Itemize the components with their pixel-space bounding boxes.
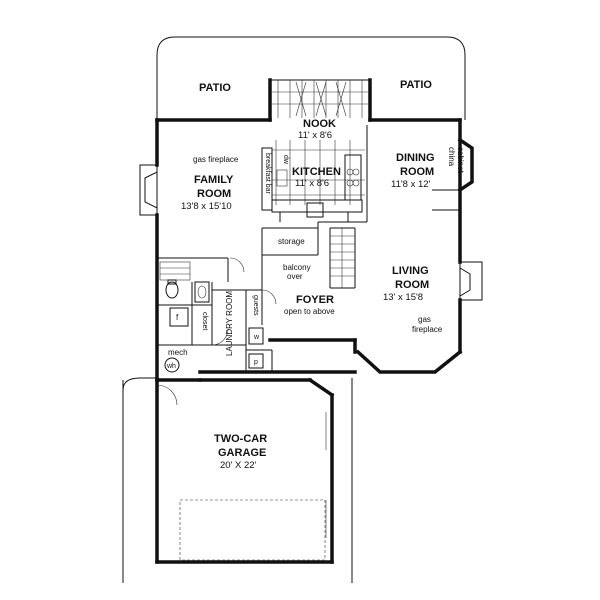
dishwasher-label: dw bbox=[282, 155, 289, 165]
gas-fireplace-left-label: gas fireplace bbox=[193, 155, 239, 164]
foyer-note: open to above bbox=[284, 307, 335, 316]
kitchen-dim: 11' x 8'6 bbox=[295, 178, 329, 189]
nook-label: NOOK bbox=[303, 118, 336, 130]
bath-fixtures bbox=[159, 257, 277, 373]
dining-room-label-1: DINING bbox=[396, 152, 435, 164]
garage-label-1: TWO-CAR bbox=[214, 433, 267, 445]
living-room-label-1: LIVING bbox=[392, 265, 429, 277]
china-cabinet-bay bbox=[457, 137, 474, 193]
washer-label: w bbox=[253, 334, 260, 341]
laundry-label: LAUNDRY ROOM bbox=[225, 291, 234, 356]
gas-fireplace-right-label-2: fireplace bbox=[412, 325, 443, 334]
family-room-label-1: FAMILY bbox=[194, 174, 234, 186]
nook-dim: 11' x 8'6 bbox=[298, 130, 332, 141]
garage-label-2: GARAGE bbox=[218, 447, 266, 459]
balcony-label-1: balcony bbox=[283, 263, 311, 272]
dining-room-dim: 11'8 x 12' bbox=[391, 179, 431, 190]
china-cabinet-label-2: cabinet bbox=[456, 147, 465, 174]
living-room-dim: 13' x 15'8 bbox=[383, 292, 423, 303]
living-room-label-2: ROOM bbox=[395, 279, 429, 291]
stairs bbox=[330, 228, 355, 288]
patio-right-label: PATIO bbox=[400, 79, 432, 91]
fridge-label: f bbox=[176, 313, 179, 322]
balcony-label-2: over bbox=[287, 272, 303, 281]
breakfast-bar-label: breakfast bar bbox=[264, 153, 271, 195]
water-heater-label: wh bbox=[166, 363, 176, 370]
main-walls bbox=[155, 78, 463, 382]
family-room-dim: 13'8 x 15'10 bbox=[181, 201, 232, 212]
storage-label: storage bbox=[278, 237, 305, 246]
pantry-label: p bbox=[254, 359, 258, 366]
fireplace-left bbox=[139, 164, 158, 216]
mech-label: mech bbox=[168, 348, 188, 357]
foyer-label: FOYER bbox=[296, 294, 334, 306]
gas-fireplace-right-label-1: gas bbox=[418, 315, 431, 324]
family-room-label-2: ROOM bbox=[197, 188, 231, 200]
nook-tile-grid bbox=[272, 80, 368, 205]
garage-walls bbox=[122, 377, 353, 583]
patio-outline bbox=[156, 36, 466, 120]
kitchen-label: KITCHEN bbox=[292, 166, 341, 178]
patio-left-label: PATIO bbox=[199, 82, 231, 94]
dining-room-label-2: ROOM bbox=[400, 166, 434, 178]
garage-dim: 20' X 22' bbox=[220, 460, 257, 471]
closet-guests-label: guests bbox=[252, 295, 259, 316]
fireplace-right bbox=[459, 261, 483, 301]
closet-left-label: closet bbox=[201, 312, 208, 330]
china-cabinet-label-1: china bbox=[447, 147, 456, 167]
kitchen-counters bbox=[261, 147, 363, 222]
